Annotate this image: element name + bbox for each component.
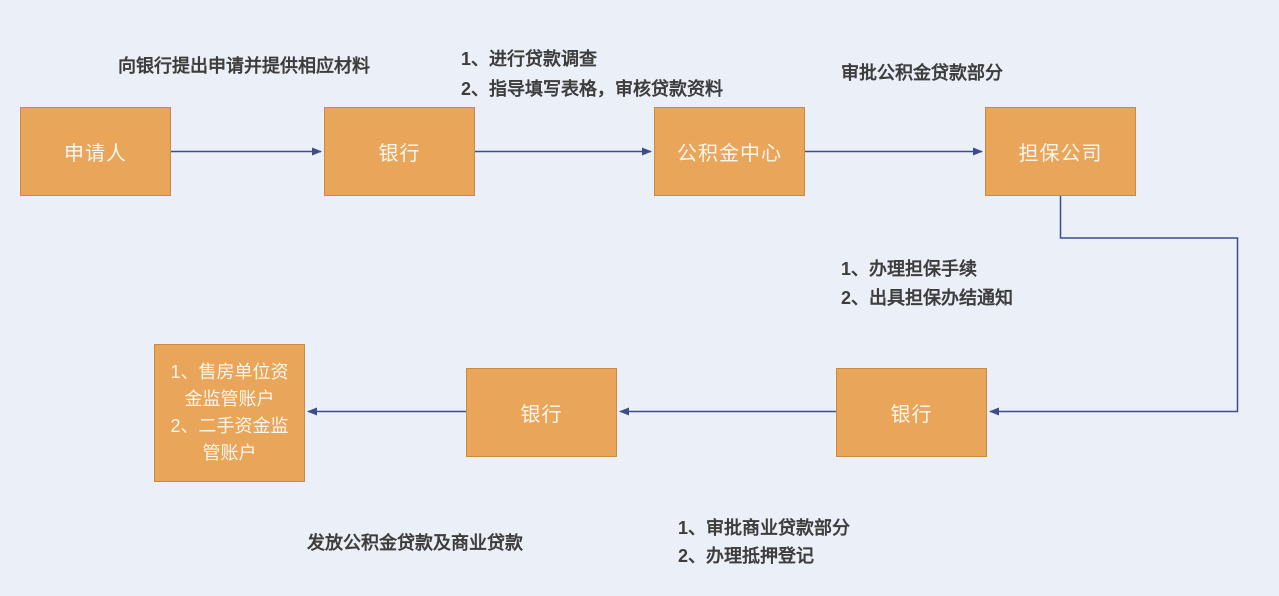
node-label: 申请人 [64,143,127,165]
node-guarantee-company[interactable]: 担保公司 [985,107,1136,196]
connector-guarantee-to-bank [989,196,1239,416]
node-label: 担保公司 [1018,143,1103,165]
annotation-line: 1、审批商业贷款部分 [678,518,851,538]
node-bank-middle[interactable]: 银行 [466,368,617,457]
annotation-line: 2、出具担保办结通知 [841,288,1014,308]
annotation-guarantee-procedures: 1、办理担保手续 2、出具担保办结通知 [841,255,1013,313]
node-supervision-accounts[interactable]: 1、售房单位资 金监管账户 2、二手资金监 管账户 [154,344,305,482]
annotation-line: 1、办理担保手续 [841,259,978,279]
annotation-apply-materials: 向银行提出申请并提供相应材料 [118,52,370,78]
node-label-line: 金监管账户 [184,389,275,409]
annotation-approve-commercial-loan: 1、审批商业贷款部分 2、办理抵押登记 [678,514,850,570]
node-applicant[interactable]: 申请人 [20,107,171,196]
annotation-issue-loans: 发放公积金贷款及商业贷款 [307,529,523,555]
node-bank-top[interactable]: 银行 [324,107,475,196]
annotation-line: 2、办理抵押登记 [678,546,815,566]
annotation-line: 发放公积金贷款及商业贷款 [307,533,523,553]
node-label: 公积金中心 [677,143,782,165]
node-label: 银行 [890,404,933,426]
annotation-line: 向银行提出申请并提供相应材料 [118,56,370,76]
node-label-line: 管账户 [202,443,257,463]
node-bank-right[interactable]: 银行 [836,368,987,457]
node-label-line: 2、二手资金监 [170,416,289,436]
annotation-line: 2、指导填写表格，审核贷款资料 [461,79,724,99]
annotation-approve-fund-loan: 审批公积金贷款部分 [841,59,1003,85]
annotation-line: 审批公积金贷款部分 [841,63,1003,83]
node-label: 银行 [378,143,421,165]
annotation-loan-survey: 1、进行贷款调查 2、指导填写表格，审核贷款资料 [461,44,723,104]
node-fund-center[interactable]: 公积金中心 [654,107,805,196]
node-label: 银行 [520,404,563,426]
node-label-line: 1、售房单位资 [170,362,289,382]
annotation-line: 1、进行贷款调查 [461,49,598,69]
